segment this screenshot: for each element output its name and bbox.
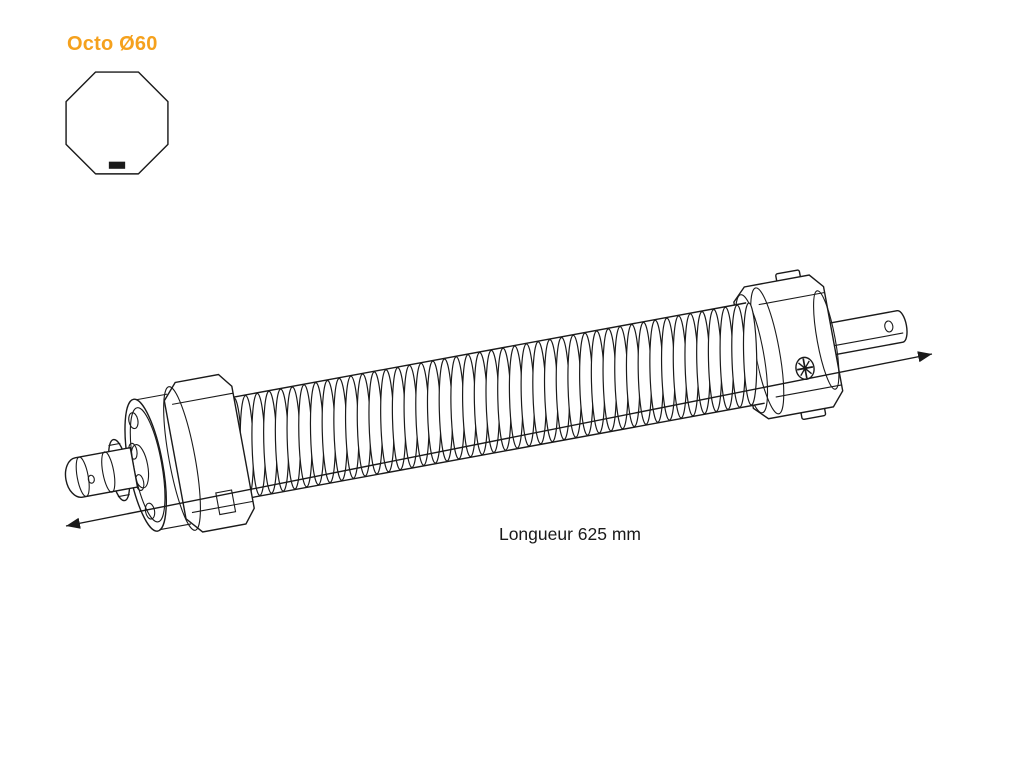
tube-groove-mark <box>108 161 126 169</box>
octagon-outline <box>65 71 169 175</box>
dimension-arrow-line <box>65 351 933 529</box>
octagon-profile-icon <box>65 71 169 175</box>
spring-coils <box>227 302 758 501</box>
spring <box>218 302 765 501</box>
dimension-label: Longueur 625 mm <box>498 524 642 544</box>
page-title: Octo Ø60 <box>67 33 158 55</box>
spring-assembly <box>64 269 908 533</box>
dimension-line <box>65 351 933 529</box>
bar-hole <box>884 320 894 333</box>
square-output-bar <box>823 310 908 357</box>
